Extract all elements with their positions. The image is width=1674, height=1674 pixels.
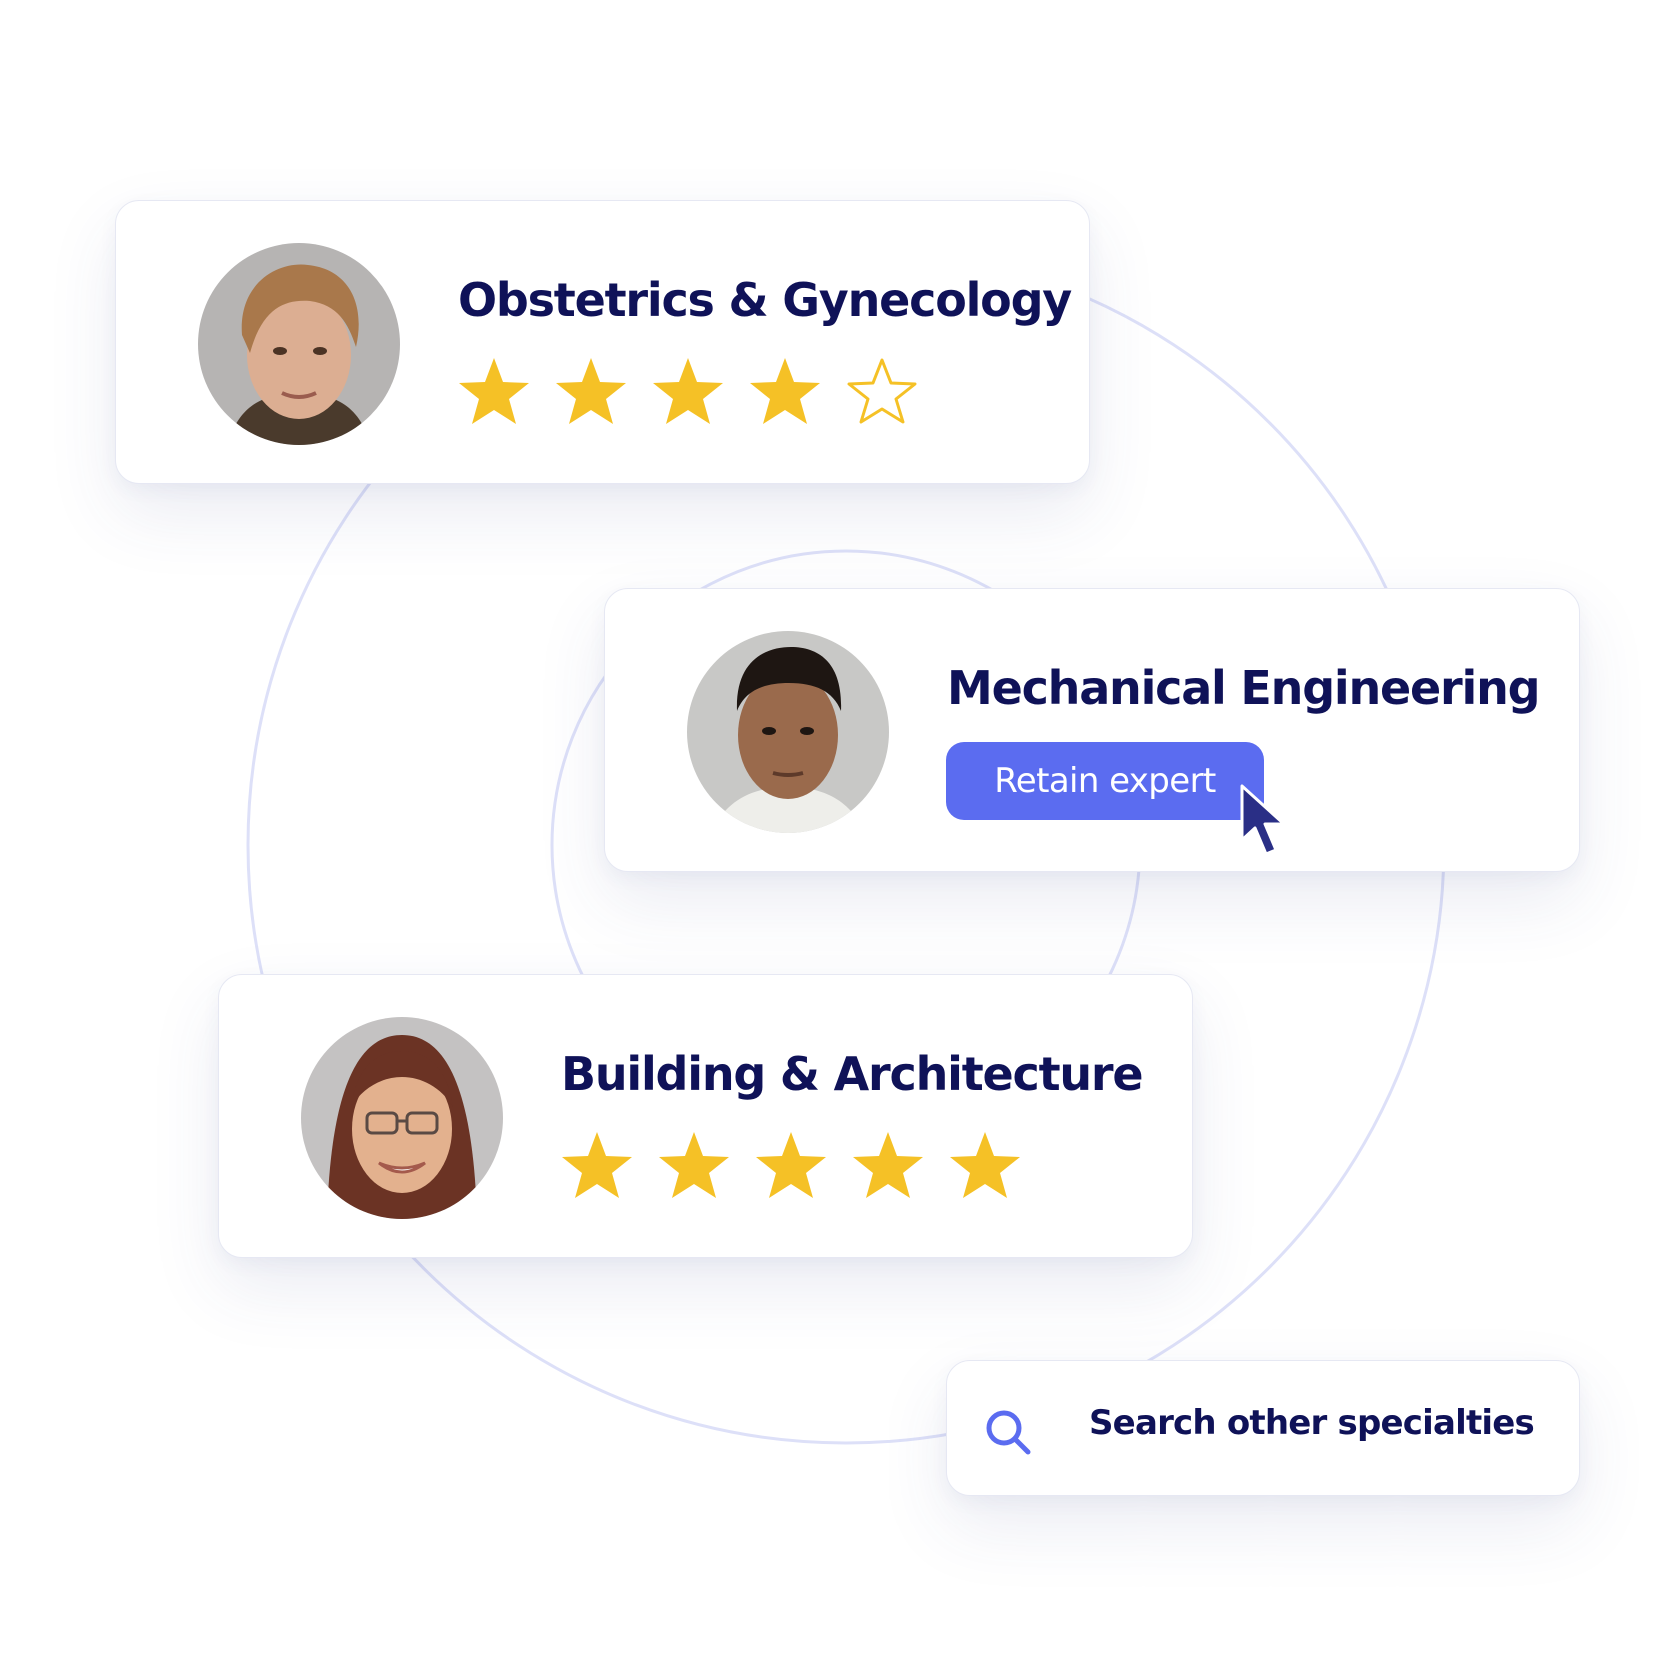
retain-expert-button[interactable]: Retain expert — [946, 742, 1264, 820]
expert-card-building[interactable]: Building & Architecture — [218, 974, 1193, 1258]
star-rating — [457, 356, 919, 426]
star-filled-icon — [750, 358, 820, 424]
search-icon — [986, 1410, 1031, 1455]
star-filled-icon — [562, 1132, 632, 1198]
search-specialties-box[interactable]: Search other specialties — [946, 1360, 1580, 1496]
star-rating — [560, 1130, 1022, 1200]
expert-card-obstetrics[interactable]: Obstetrics & Gynecology — [115, 200, 1090, 484]
star-filled-icon — [653, 358, 723, 424]
search-label[interactable]: Search other specialties — [1089, 1403, 1535, 1443]
expert-card-mechanical[interactable]: Mechanical Engineering Retain expert — [604, 588, 1580, 872]
specialty-title: Mechanical Engineering — [947, 661, 1541, 715]
star-filled-icon — [853, 1132, 923, 1198]
star-filled-icon — [556, 358, 626, 424]
avatar — [198, 243, 400, 445]
pointer-cursor-icon — [1240, 784, 1286, 856]
star-filled-icon — [659, 1132, 729, 1198]
star-empty-icon — [847, 358, 917, 424]
star-filled-icon — [950, 1132, 1020, 1198]
specialty-title: Building & Architecture — [561, 1047, 1144, 1101]
star-filled-icon — [459, 358, 529, 424]
specialty-title: Obstetrics & Gynecology — [458, 273, 1072, 327]
avatar — [687, 631, 889, 833]
star-filled-icon — [756, 1132, 826, 1198]
avatar — [301, 1017, 503, 1219]
